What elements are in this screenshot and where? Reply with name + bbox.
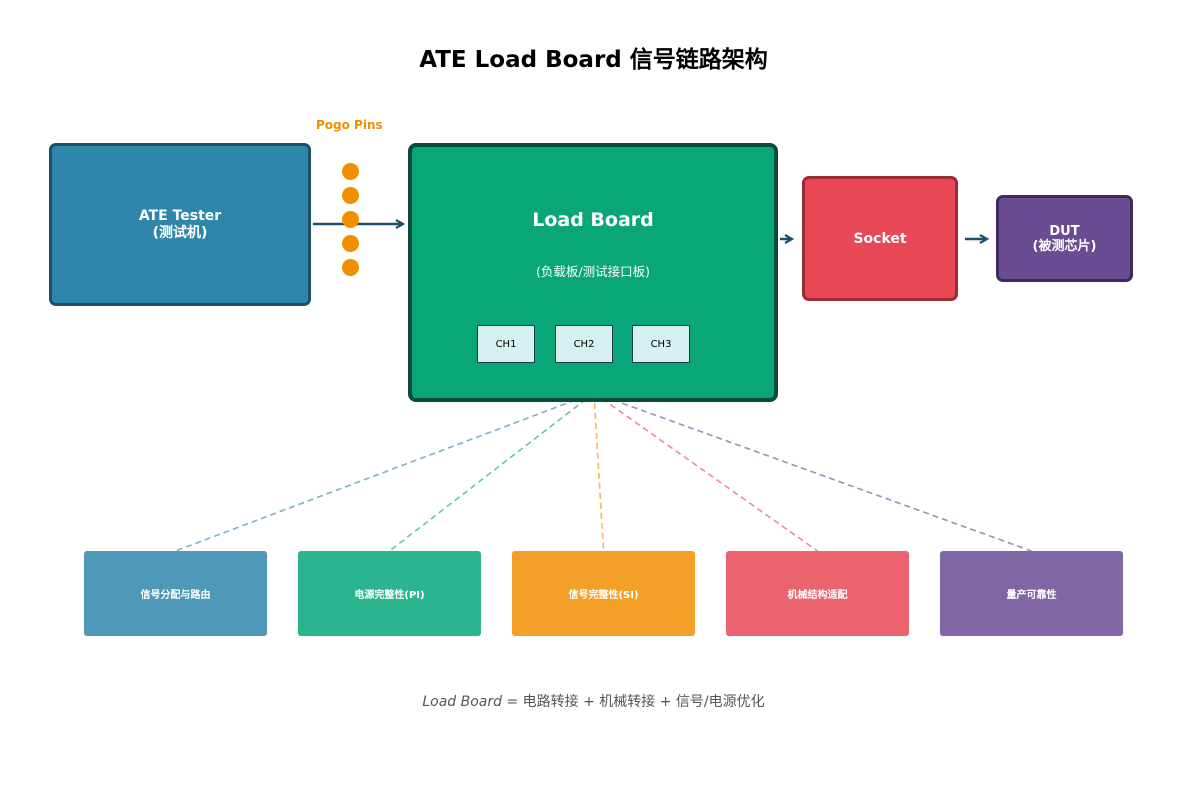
footer-formula-subject: Load Board bbox=[422, 694, 503, 710]
function-reliability: 量产可靠性 bbox=[940, 551, 1123, 636]
fan-line bbox=[175, 392, 595, 552]
ate-tester-box: ATE Tester (测试机) bbox=[49, 143, 311, 306]
pogo-pin bbox=[342, 211, 359, 228]
pogo-pin bbox=[342, 235, 359, 252]
footer-formula: Load Board = 电路转接 + 机械转接 + 信号/电源优化 bbox=[0, 691, 1187, 711]
dut-label: DUT bbox=[1049, 223, 1080, 239]
footer-formula-text: = 电路转接 + 机械转接 + 信号/电源优化 bbox=[502, 694, 765, 710]
socket-box: Socket bbox=[802, 176, 958, 301]
pogo-pins-label: Pogo Pins bbox=[316, 118, 383, 132]
fan-line bbox=[593, 392, 605, 552]
load-board-subtitle: (负载板/测试接口板) bbox=[536, 264, 650, 279]
ate-tester-sublabel: (测试机) bbox=[152, 224, 208, 241]
pogo-pin bbox=[342, 259, 359, 276]
socket-label: Socket bbox=[853, 230, 907, 247]
channel-ch3: CH3 bbox=[632, 325, 690, 363]
function-power-integrity: 电源完整性(PI) bbox=[298, 551, 481, 636]
function-signal-routing: 信号分配与路由 bbox=[84, 551, 267, 636]
page-title: ATE Load Board 信号链路架构 bbox=[419, 47, 768, 73]
load-board-title: Load Board bbox=[532, 209, 654, 231]
fan-line bbox=[593, 392, 818, 552]
fan-line bbox=[389, 392, 595, 552]
channel-ch2: CH2 bbox=[555, 325, 613, 363]
ate-tester-label: ATE Tester bbox=[138, 207, 222, 224]
load-board-box: Load Board (负载板/测试接口板) CH1 CH2 CH3 bbox=[408, 143, 778, 402]
function-mechanical-fit: 机械结构适配 bbox=[726, 551, 909, 636]
channel-ch1: CH1 bbox=[477, 325, 535, 363]
pogo-pin bbox=[342, 187, 359, 204]
function-signal-integrity: 信号完整性(SI) bbox=[512, 551, 695, 636]
pogo-pin bbox=[342, 163, 359, 180]
dut-box: DUT (被测芯片) bbox=[996, 195, 1133, 282]
dut-sublabel: (被测芯片) bbox=[1032, 238, 1097, 254]
fan-line bbox=[593, 392, 1032, 552]
